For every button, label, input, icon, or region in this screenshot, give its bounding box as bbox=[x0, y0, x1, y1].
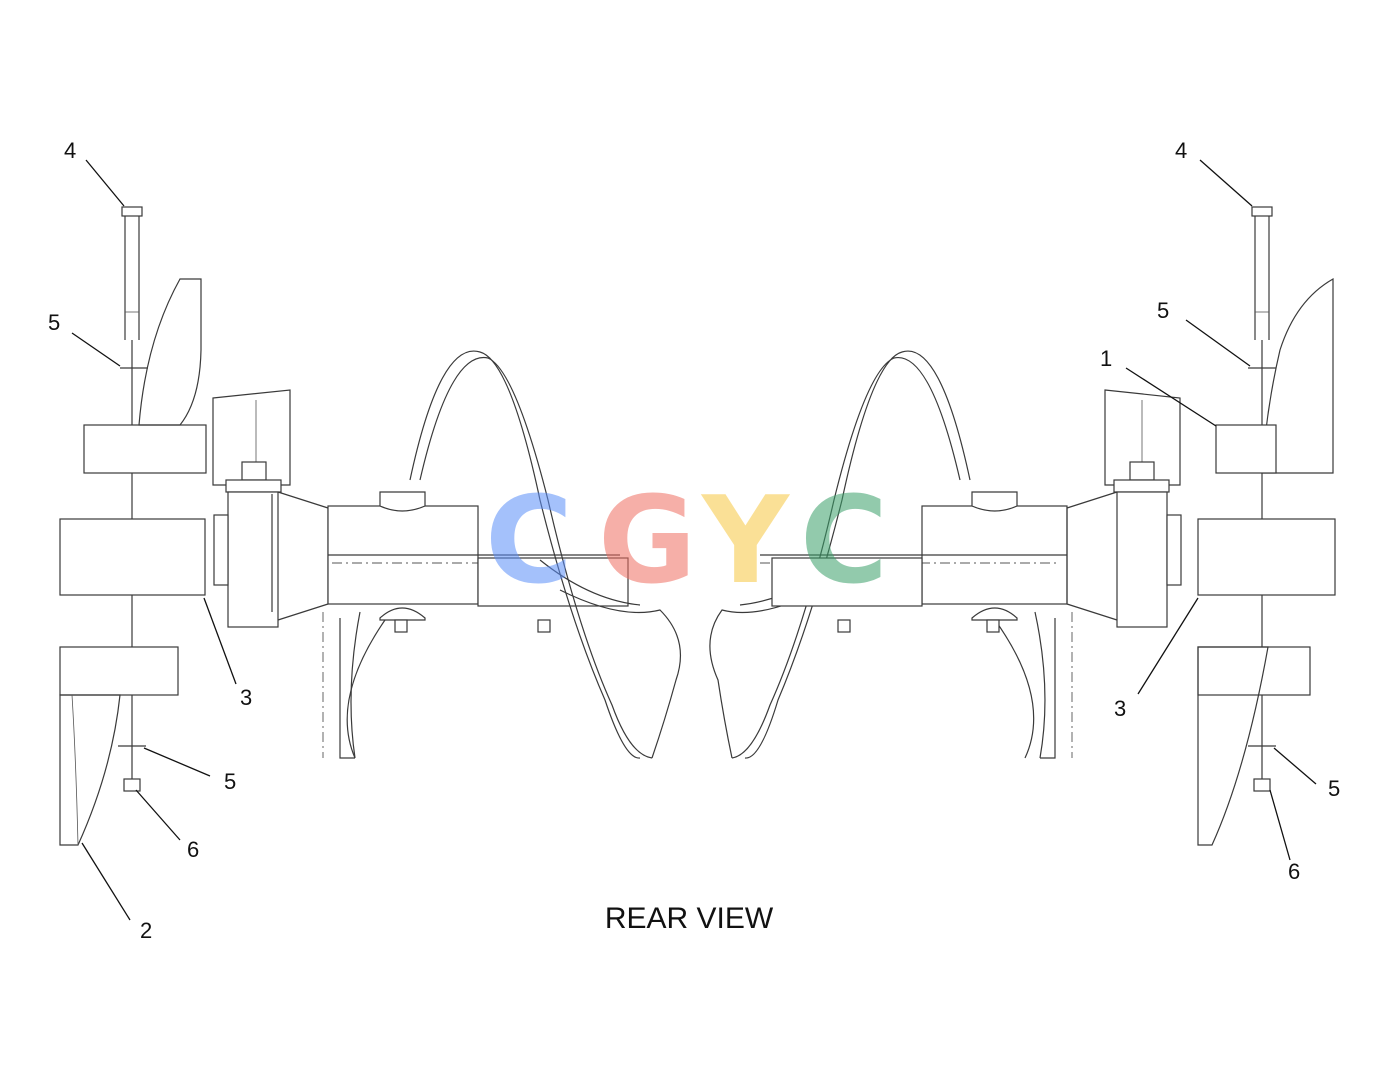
callout-right-6: 6 bbox=[1288, 859, 1300, 884]
view-title: REAR VIEW bbox=[605, 902, 774, 935]
callout-right-5-top: 5 bbox=[1157, 298, 1169, 323]
watermark-logo: C G Y C bbox=[485, 472, 888, 611]
watermark-letter-4: C bbox=[800, 472, 888, 611]
watermark-letter-1: C bbox=[485, 472, 573, 611]
right-bearing-housing bbox=[1066, 389, 1182, 628]
callout-right-4: 4 bbox=[1175, 138, 1187, 163]
left-auger-flight bbox=[346, 350, 682, 759]
callout-right-5-bottom: 5 bbox=[1328, 776, 1340, 801]
callout-left-5-bottom: 5 bbox=[224, 769, 236, 794]
callout-left-5-top: 5 bbox=[48, 310, 60, 335]
right-auger-tube bbox=[760, 491, 1073, 759]
watermark-letter-3: Y bbox=[700, 472, 791, 611]
watermark-letter-2: G bbox=[598, 472, 697, 611]
callout-right-1: 1 bbox=[1100, 346, 1112, 371]
right-bolt bbox=[1251, 206, 1273, 785]
callout-labels: 4 5 3 5 6 2 4 5 1 3 5 6 bbox=[48, 138, 1340, 943]
callout-left-4: 4 bbox=[64, 138, 76, 163]
callout-left-6: 6 bbox=[187, 837, 199, 862]
left-side-assembly bbox=[59, 206, 207, 846]
right-side-assembly bbox=[1197, 206, 1336, 846]
left-bolt bbox=[121, 206, 143, 785]
left-bearing-housing bbox=[212, 389, 329, 628]
callout-right-3: 3 bbox=[1114, 696, 1126, 721]
left-auger-tube bbox=[322, 491, 629, 759]
callout-leaders bbox=[71, 159, 1317, 921]
callout-left-2: 2 bbox=[140, 918, 152, 943]
right-auger-flight bbox=[709, 350, 1035, 759]
callout-left-3: 3 bbox=[240, 685, 252, 710]
